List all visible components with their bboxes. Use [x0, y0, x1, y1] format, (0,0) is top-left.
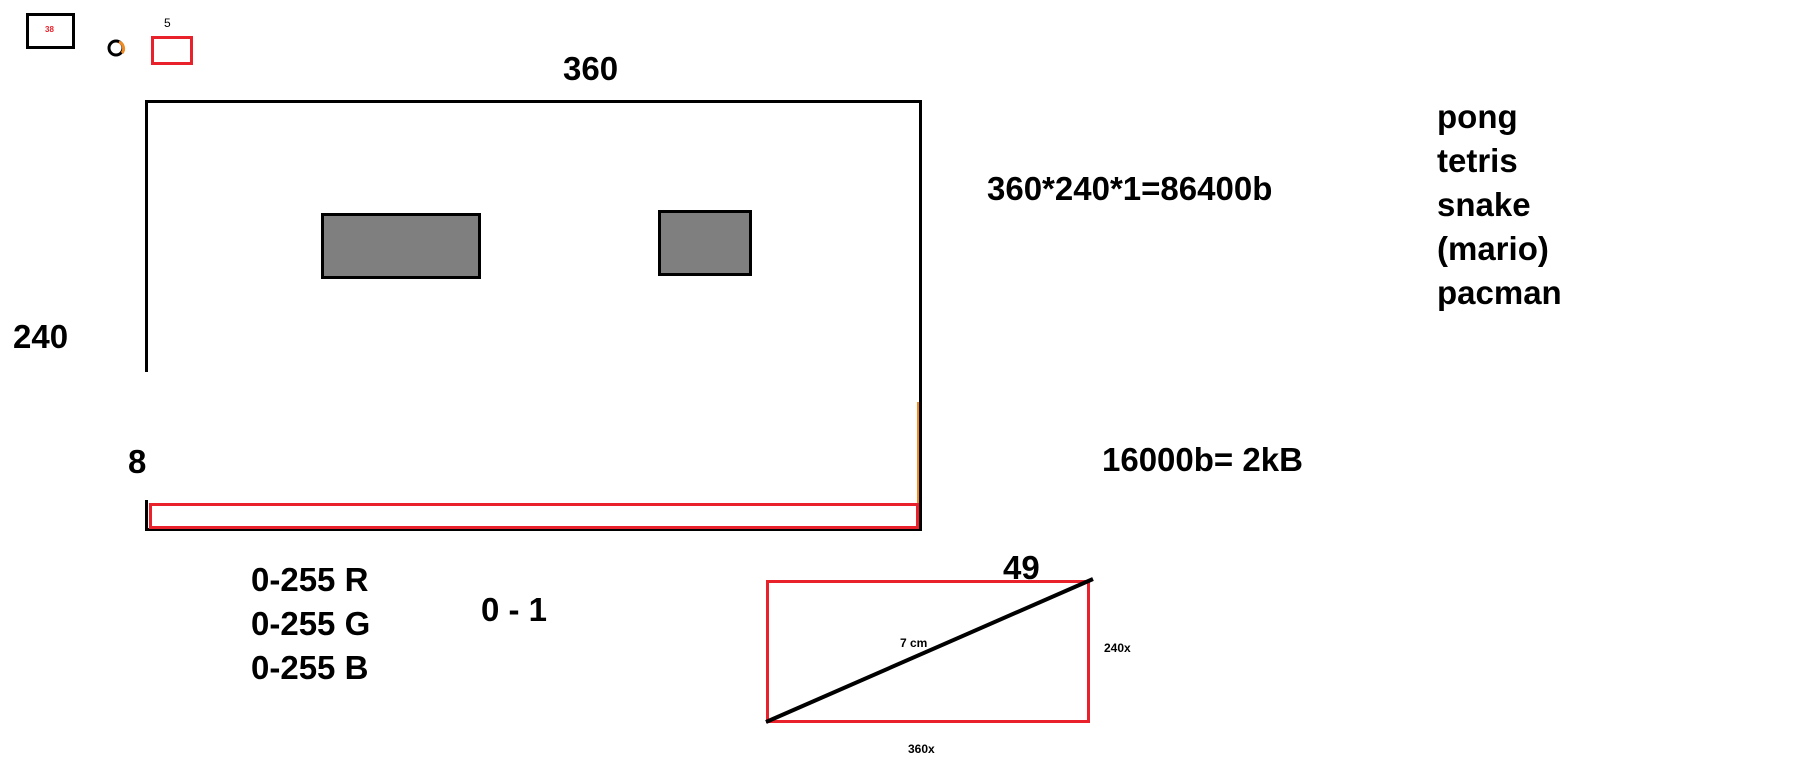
small-number-label: 5 — [164, 16, 171, 30]
diagonal-length-label: 7 cm — [900, 636, 928, 650]
rgb-range-item: 0-255 R — [251, 561, 369, 598]
game-item: tetris — [1437, 142, 1518, 179]
games-list: pong tetris snake (mario) pacman — [1437, 95, 1562, 315]
ring-icon — [107, 39, 126, 57]
gray-block-right — [658, 210, 752, 276]
orange-edge-mark — [917, 402, 919, 529]
small-screen-icon: 38 — [26, 13, 75, 49]
rgb-range-item: 0-255 G — [251, 605, 371, 642]
game-item: (mario) — [1437, 230, 1549, 267]
game-item: pong — [1437, 98, 1518, 135]
small-red-rect — [151, 36, 193, 65]
bit-range-label: 0 - 1 — [481, 591, 548, 628]
row-height-label: 8 — [128, 443, 147, 480]
diagonal-height-label: 240x — [1104, 641, 1131, 655]
diagonal-width-label: 360x — [908, 742, 935, 756]
small-screen-icon-text: 38 — [45, 25, 54, 34]
diagonal-top-label: 49 — [1003, 549, 1040, 586]
game-item: snake — [1437, 186, 1531, 223]
rgb-range-list: 0-255 R 0-255 G 0-255 B — [251, 558, 370, 690]
screen-frame-left-gap — [145, 372, 149, 500]
diagonal-line — [765, 577, 1094, 724]
memory-calc-text: 360*240*1=86400b — [987, 170, 1273, 207]
screen-frame — [145, 100, 922, 531]
screen-width-label: 360 — [563, 50, 619, 87]
rgb-range-item: 0-255 B — [251, 649, 369, 686]
game-item: pacman — [1437, 274, 1562, 311]
bottom-row-bar — [149, 503, 919, 529]
memory-small-text: 16000b= 2kB — [1102, 441, 1303, 478]
screen-height-label: 240 — [13, 318, 69, 355]
diagonal-rect — [766, 580, 1090, 723]
gray-block-left — [321, 213, 481, 279]
